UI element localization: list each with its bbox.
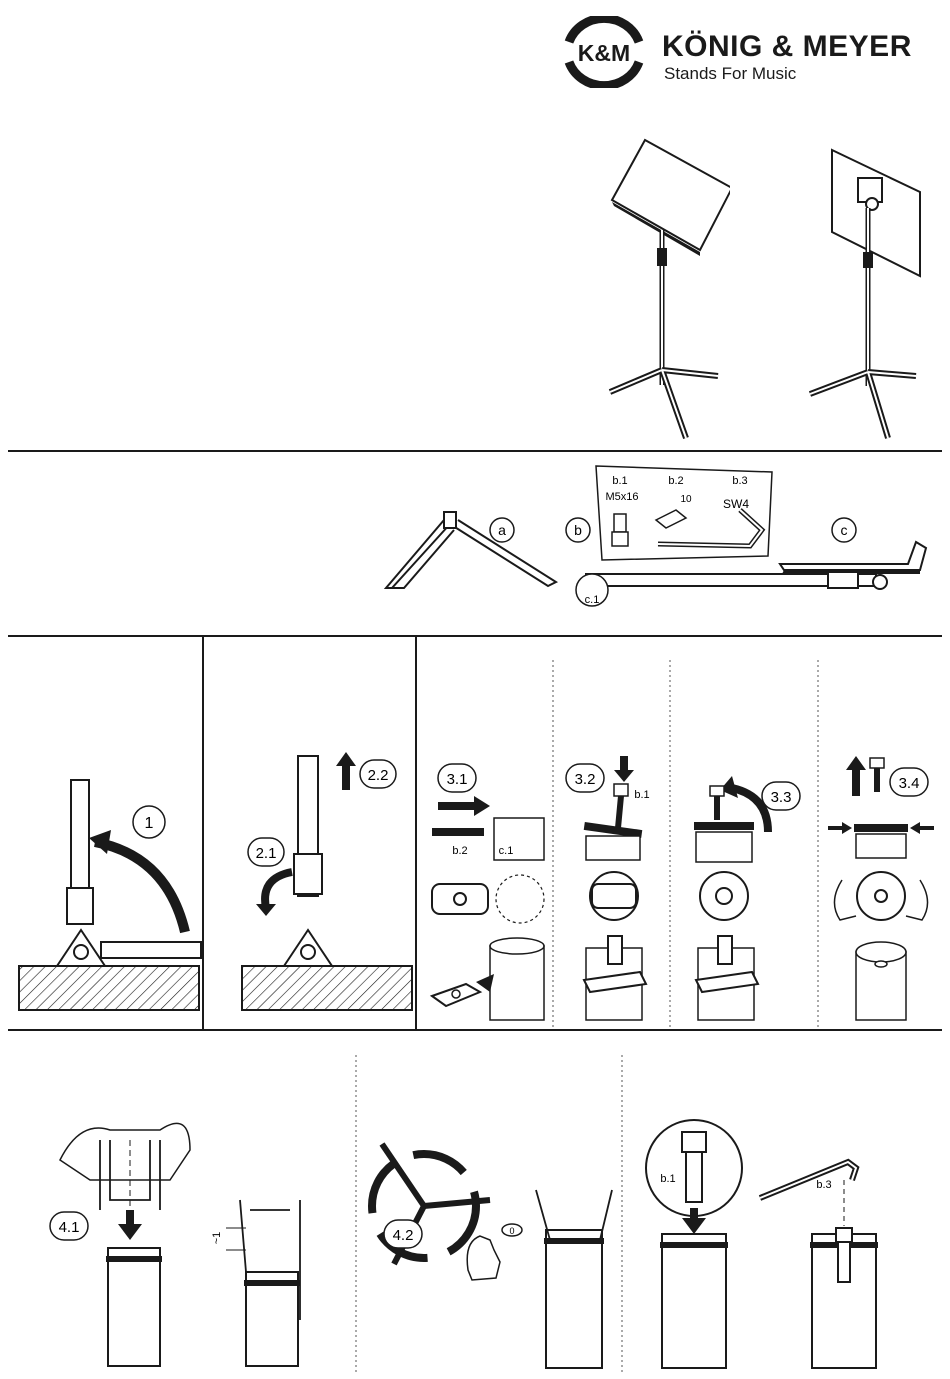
step-3-3-label: 3.3 [771, 789, 792, 806]
brand-name: KÖNIG & MEYER [662, 30, 912, 64]
step-4-2-zero-label: 0 [509, 1226, 514, 1236]
step-3-1-c1: c.1 [499, 845, 514, 857]
step-4-3-illustration: b.1 b.3 [628, 1116, 942, 1372]
step-4-3-b3: b.3 [816, 1179, 831, 1191]
step-3-4-label: 3.4 [899, 775, 920, 792]
part-b3-label: b.3 [732, 475, 747, 487]
part-a-tripod: a [386, 512, 556, 588]
part-b3-size: SW4 [723, 497, 749, 511]
step-4-3-b1: b.1 [660, 1173, 675, 1185]
step-3-1-label: 3.1 [447, 771, 468, 788]
part-b1-label: b.1 [612, 475, 627, 487]
step-3-3-illustration: 3.3 [672, 760, 816, 1026]
step-4-1-gap-label: ~1 [211, 1232, 223, 1245]
part-c-label: c [841, 522, 848, 538]
km-logo-icon: K&M [561, 16, 647, 88]
logo-text: K&M [578, 40, 630, 66]
step-1-label: 1 [145, 815, 154, 832]
part-b1-size: M5x16 [605, 491, 638, 503]
part-b-label: b [574, 522, 582, 538]
step-1-illustration: 1 [15, 770, 203, 1020]
step-2-2-label: 2.2 [368, 767, 389, 784]
parts-overview: a b b.1 M5x16 b.2 10 b.3 SW4 c c.1 [380, 460, 945, 616]
step-3-4-illustration: 3.4 [822, 752, 942, 1026]
music-stand-front-illustration [600, 130, 730, 442]
part-b2-label: b.2 [668, 475, 683, 487]
step-2-1-label: 2.1 [256, 845, 277, 862]
step-4-2-label: 4.2 [393, 1227, 414, 1244]
step-2-illustration: 2.2 2.1 [228, 744, 416, 1020]
step-4-1-label: 4.1 [59, 1219, 80, 1236]
brand-tagline: Stands For Music [664, 64, 796, 84]
part-b-hardware-bag: b b.1 M5x16 b.2 10 b.3 SW4 [566, 466, 772, 560]
step-3-1-b2: b.2 [452, 845, 467, 857]
part-c1-label: c.1 [585, 594, 600, 606]
step-4-2-illustration: 4.2 0 [360, 1130, 618, 1370]
step-3-2-illustration: 3.2 b.1 [556, 752, 668, 1026]
part-b2-size: 10 [680, 494, 692, 505]
step-4-1-illustration: 4.1 ~1 [40, 1100, 350, 1370]
step-3-2-b1: b.1 [634, 789, 649, 801]
part-c-tray: c [780, 518, 926, 574]
part-a-label: a [498, 522, 506, 538]
part-c1-tube: c.1 [576, 572, 887, 606]
music-stand-rear-illustration [800, 148, 930, 442]
step-3-1-illustration: 3.1 b.2 c.1 [420, 756, 552, 1026]
step-3-2-label: 3.2 [575, 771, 596, 788]
